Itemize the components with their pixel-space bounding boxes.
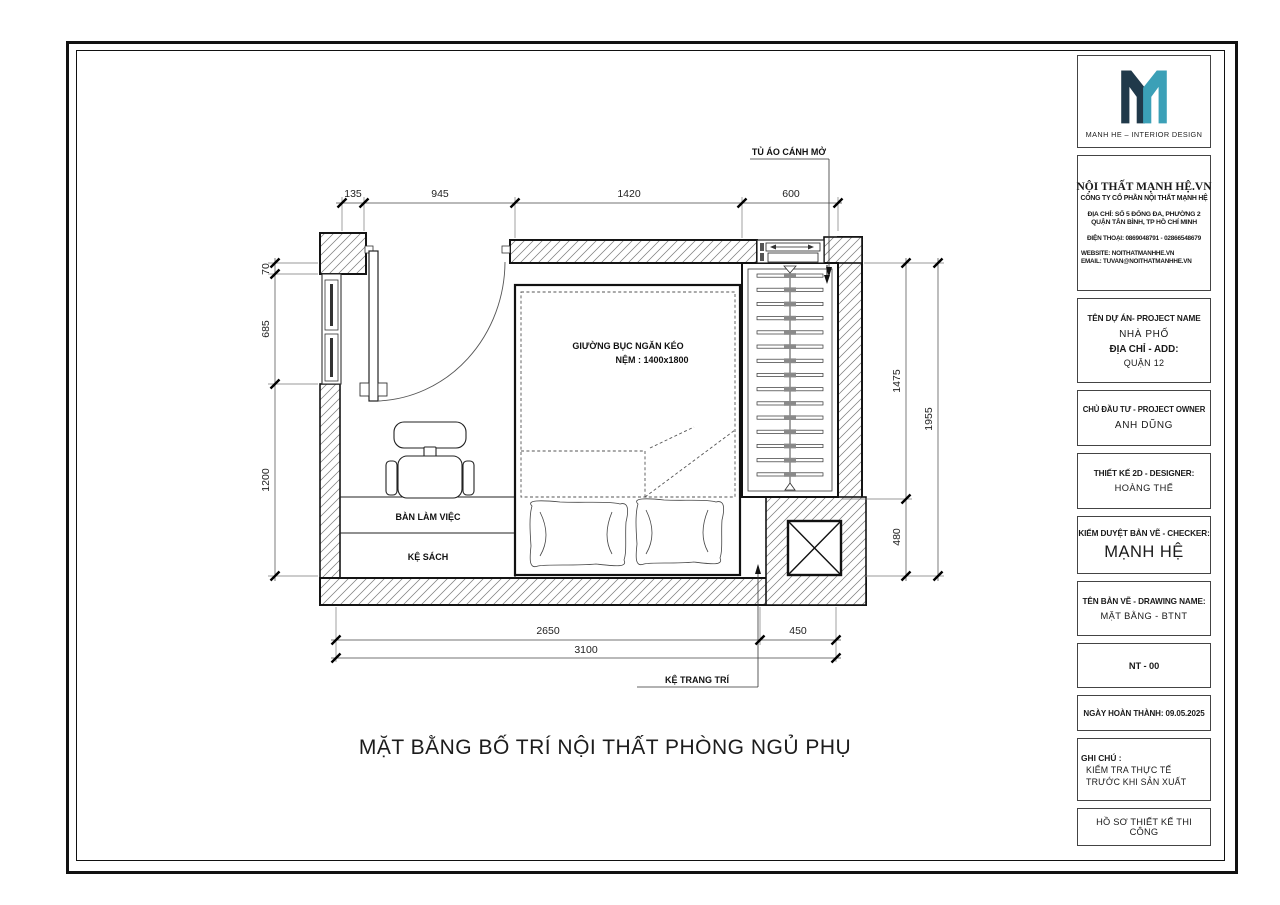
checker-name: MẠNH HỆ bbox=[1104, 542, 1184, 561]
owner-box: CHỦ ĐẦU TƯ - PROJECT OWNER ANH DŨNG bbox=[1077, 390, 1211, 446]
sheet-outer-border bbox=[66, 41, 1238, 874]
owner-name: ANH DŨNG bbox=[1114, 420, 1174, 431]
company-address-2: QUẬN TÂN BÌNH, TP HỒ CHÍ MINH bbox=[1091, 219, 1197, 226]
wall-top-left-block bbox=[319, 232, 367, 275]
decor-shelf-box bbox=[786, 519, 843, 577]
dimension-ticks bbox=[269, 197, 944, 664]
dim-top-135: 135 bbox=[344, 188, 362, 200]
dim-bottom-2650: 2650 bbox=[536, 625, 560, 637]
pillows bbox=[529, 498, 725, 568]
dim-right-1955: 1955 bbox=[923, 407, 935, 431]
dim-top-945: 945 bbox=[431, 188, 449, 200]
company-name: CÔNG TY CỔ PHẦN NỘI THẤT MẠNH HỆ bbox=[1080, 195, 1208, 202]
dim-bottom-3100: 3100 bbox=[574, 644, 598, 656]
door-swing-arc bbox=[377, 261, 506, 402]
dim-right-480: 480 bbox=[891, 528, 903, 546]
bed: GIƯỜNG BỤC NGĂN KÉO NỆM : 1400x1800 bbox=[513, 283, 742, 577]
wardrobe-open-arrow bbox=[824, 275, 830, 284]
drawing-heading: TÊN BẢN VẼ - DRAWING NAME: bbox=[1082, 596, 1206, 606]
notes-box: GHI CHÚ : KIỂM TRA THỰC TẾ TRƯỚC KHI SẢN… bbox=[1077, 738, 1211, 801]
brand-tagline: MANH HE – INTERIOR DESIGN bbox=[1085, 129, 1203, 139]
wardrobe-label: TỦ ÁO CÁNH MỞ bbox=[752, 146, 826, 157]
decor-shelf-label: KỆ TRANG TRÍ bbox=[665, 674, 729, 685]
bed-label-line2: NỆM : 1400x1800 bbox=[615, 354, 688, 365]
completion-date-box: NGÀY HOÀN THÀNH: 09.05.2025 bbox=[1077, 695, 1211, 731]
owner-heading: CHỦ ĐẦU TƯ - PROJECT OWNER bbox=[1082, 405, 1206, 414]
wall-left-lower bbox=[319, 383, 341, 606]
bookshelf-label: KỆ SÁCH bbox=[408, 551, 449, 562]
dim-top-600: 600 bbox=[782, 188, 800, 200]
left-wall-niche bbox=[321, 273, 342, 385]
dim-left-685: 685 bbox=[260, 320, 272, 338]
designer-box: THIẾT KẾ 2D - DESIGNER: HOÀNG THẾ bbox=[1077, 453, 1211, 509]
office-chair bbox=[385, 421, 475, 499]
company-phone: ĐIỆN THOẠI: 0869048791 - 02866548679 bbox=[1087, 235, 1201, 242]
company-address-1: ĐỊA CHỈ: SỐ 5 ĐỐNG ĐA, PHƯỜNG 2 bbox=[1087, 211, 1201, 218]
designer-heading: THIẾT KẾ 2D - DESIGNER: bbox=[1093, 469, 1195, 478]
title-block: MANH HE – INTERIOR DESIGN NỘI THẤT MẠNH … bbox=[1076, 55, 1212, 846]
blanket-fold bbox=[521, 426, 736, 498]
notes-heading: GHI CHÚ : bbox=[1081, 752, 1122, 763]
project-heading: TÊN DỰ ÁN- PROJECT NAME bbox=[1087, 313, 1201, 323]
wardrobe-leader: TỦ ÁO CÁNH MỞ bbox=[750, 146, 832, 277]
wall-top-right-corner bbox=[823, 236, 863, 264]
company-website: WEBSITE: NOITHATMANHHE.VN bbox=[1081, 250, 1175, 257]
notes-line-1: KIỂM TRA THỰC TẾ bbox=[1086, 764, 1172, 775]
checker-box: KIỂM DUYỆT BẢN VẼ - CHECKER: MẠNH HỆ bbox=[1077, 516, 1211, 574]
dimension-labels: 135 945 1420 600 70 685 1200 1475 480 19… bbox=[260, 188, 935, 656]
drawing-title: MẶT BẰNG BỐ TRÍ NỘI THẤT PHÒNG NGỦ PHỤ bbox=[358, 736, 852, 759]
door-leaf bbox=[368, 250, 379, 402]
decor-shelf-leader: KỆ TRANG TRÍ bbox=[637, 564, 761, 688]
project-name-box: TÊN DỰ ÁN- PROJECT NAME NHÀ PHỐ ĐỊA CHỈ … bbox=[1077, 298, 1211, 383]
mattress-outline bbox=[520, 291, 736, 498]
wardrobe bbox=[741, 262, 839, 498]
drawing-name: MẶT BẰNG - BTNT bbox=[1100, 610, 1188, 621]
dim-left-70: 70 bbox=[260, 263, 272, 275]
project-name: NHÀ PHỐ bbox=[1119, 328, 1169, 340]
top-niche-detail bbox=[756, 239, 825, 264]
hanger-clips bbox=[784, 273, 796, 477]
logo-box: MANH HE – INTERIOR DESIGN bbox=[1077, 55, 1211, 148]
dim-top-1420: 1420 bbox=[617, 188, 641, 200]
door bbox=[359, 245, 511, 402]
company-email: EMAIL: TUVAN@NOITHATMANHHE.VN bbox=[1081, 258, 1192, 265]
company-website-title: NỘI THẤT MẠNH HỆ.VN bbox=[1076, 181, 1212, 193]
designer-name: HOÀNG THẾ bbox=[1114, 483, 1174, 493]
drawing-name-box: TÊN BẢN VẼ - DRAWING NAME: MẶT BẰNG - BT… bbox=[1077, 581, 1211, 636]
desk-zone bbox=[340, 496, 516, 578]
sheet-inner-border bbox=[76, 50, 1225, 861]
door-handle-right bbox=[377, 382, 388, 397]
dim-right-1475: 1475 bbox=[891, 369, 903, 393]
door-jamb-right bbox=[501, 245, 511, 254]
document-type-box: HỒ SƠ THIẾT KẾ THI CÔNG bbox=[1077, 808, 1211, 846]
dimension-lines bbox=[268, 197, 944, 662]
door-handle-left bbox=[359, 382, 370, 397]
sheet-number-box: NT - 00 bbox=[1077, 643, 1211, 688]
desk-label: BÀN LÀM VIỆC bbox=[396, 511, 462, 522]
sheet-number: NT - 00 bbox=[1128, 660, 1160, 671]
dim-bottom-450: 450 bbox=[789, 625, 807, 637]
bed-label-line1: GIƯỜNG BỤC NGĂN KÉO bbox=[572, 340, 683, 351]
project-address: QUẬN 12 bbox=[1123, 357, 1165, 368]
dim-left-1200: 1200 bbox=[260, 468, 272, 492]
checker-heading: KIỂM DUYỆT BẢN VẼ - CHECKER: bbox=[1078, 528, 1210, 538]
project-address-heading: ĐỊA CHỈ - ADD: bbox=[1109, 343, 1179, 355]
company-logo-icon bbox=[1121, 69, 1167, 123]
completion-date: NGÀY HOÀN THÀNH: 09.05.2025 bbox=[1083, 708, 1205, 718]
notes-line-2: TRƯỚC KHI SẢN XUẤT bbox=[1086, 776, 1187, 787]
company-info-box: NỘI THẤT MẠNH HỆ.VN CÔNG TY CỔ PHẦN NỘI … bbox=[1076, 155, 1212, 291]
document-type: HỒ SƠ THIẾT KẾ THI CÔNG bbox=[1096, 817, 1192, 837]
wall-top bbox=[509, 239, 758, 264]
